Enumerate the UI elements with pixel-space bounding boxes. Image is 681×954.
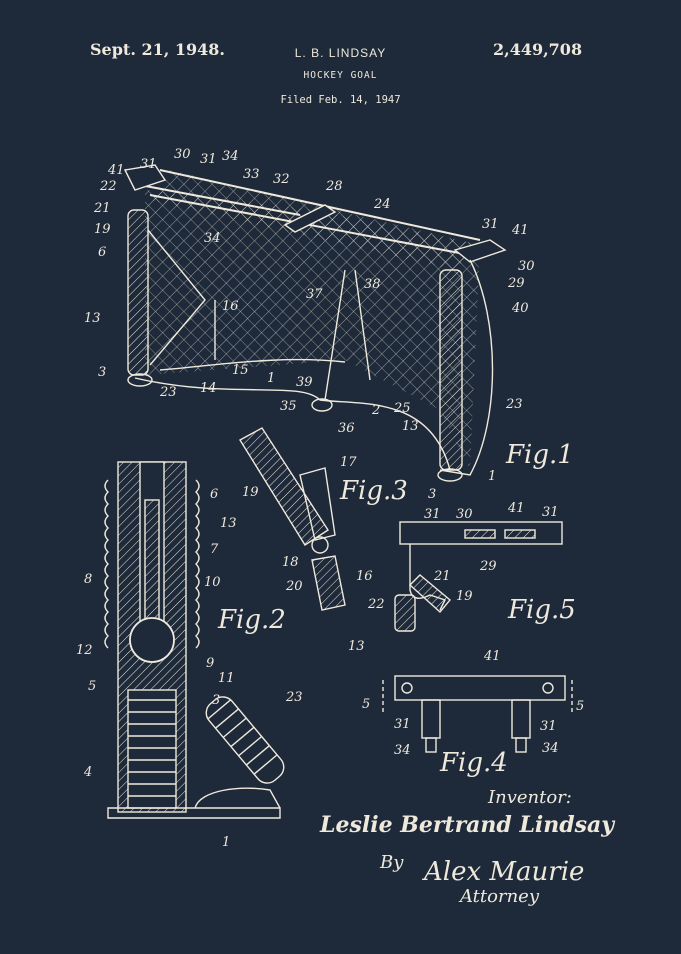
ref-numeral: 31 bbox=[140, 157, 157, 172]
ref-numeral: 31 bbox=[540, 719, 557, 734]
ref-numeral: 9 bbox=[206, 656, 214, 671]
ref-numeral: 19 bbox=[456, 589, 473, 604]
ref-numeral: 5 bbox=[576, 699, 584, 714]
ref-numeral: 33 bbox=[243, 167, 260, 182]
fig2-drawing bbox=[104, 461, 285, 819]
ref-numeral: 31 bbox=[424, 507, 441, 522]
ref-numeral: 1 bbox=[222, 835, 230, 850]
fig1-drawing bbox=[123, 164, 507, 482]
ref-numeral: 16 bbox=[222, 299, 239, 314]
inventor-name: L. B. LINDSAY bbox=[294, 46, 387, 60]
fig3-label: Fig.3 bbox=[339, 476, 408, 506]
ref-numeral: 13 bbox=[402, 419, 419, 434]
fig4-drawing bbox=[382, 675, 573, 753]
fig1-label: Fig.1 bbox=[505, 440, 574, 470]
ref-numeral: 3 bbox=[212, 693, 220, 708]
ref-numeral: 31 bbox=[200, 152, 217, 167]
ref-numeral: 23 bbox=[505, 397, 523, 412]
ref-numeral: 20 bbox=[285, 579, 303, 594]
fig4-label: Fig.4 bbox=[439, 748, 508, 778]
ref-numeral: 31 bbox=[394, 717, 411, 732]
fig5-drawing bbox=[394, 521, 563, 632]
ref-numeral: 30 bbox=[518, 259, 535, 274]
ref-numeral: 24 bbox=[373, 197, 391, 212]
ref-numeral: 8 bbox=[84, 572, 92, 587]
ref-numeral: 3 bbox=[428, 487, 436, 502]
ref-numeral: 41 bbox=[507, 501, 525, 516]
ref-numeral: 6 bbox=[98, 245, 106, 260]
ref-numeral: 31 bbox=[482, 217, 499, 232]
ref-numeral: 1 bbox=[488, 469, 496, 484]
patent-number: 2,449,708 bbox=[493, 40, 583, 59]
ref-numeral: 23 bbox=[285, 690, 303, 705]
ref-numeral: 22 bbox=[367, 597, 385, 612]
ref-numeral: 35 bbox=[280, 399, 297, 414]
ref-numeral: 3 bbox=[98, 365, 106, 380]
ref-numeral: 13 bbox=[220, 516, 237, 531]
ref-numeral: 18 bbox=[282, 555, 299, 570]
ref-numeral: 22 bbox=[99, 179, 117, 194]
ref-numeral: 34 bbox=[394, 743, 411, 758]
ref-numeral: 12 bbox=[76, 643, 93, 658]
ref-numeral: 37 bbox=[306, 287, 323, 302]
ref-numeral: 38 bbox=[364, 277, 381, 292]
ref-numeral: 41 bbox=[107, 163, 125, 178]
ref-numeral: 34 bbox=[542, 741, 559, 756]
ref-numeral: 13 bbox=[84, 311, 101, 326]
ref-numeral: 30 bbox=[174, 147, 191, 162]
fig5-label: Fig.5 bbox=[507, 595, 576, 625]
ref-numeral: 36 bbox=[338, 421, 355, 436]
inventor-signature: Leslie Bertrand Lindsay bbox=[319, 812, 616, 838]
ref-numeral: 21 bbox=[93, 201, 111, 216]
fig3-drawing bbox=[239, 427, 346, 611]
ref-numeral: 10 bbox=[204, 575, 221, 590]
ref-numeral: 1 bbox=[267, 371, 275, 386]
ref-numeral: 7 bbox=[210, 542, 219, 557]
ref-numeral: 40 bbox=[511, 301, 529, 316]
by-label: By bbox=[379, 852, 404, 873]
ref-numeral: 31 bbox=[542, 505, 559, 520]
attorney-signature: Alex Maurie bbox=[422, 857, 584, 887]
ref-numeral: 2 bbox=[371, 403, 380, 418]
ref-numeral: 30 bbox=[456, 507, 473, 522]
ref-numeral: 5 bbox=[88, 679, 96, 694]
patent-title: HOCKEY GOAL bbox=[303, 70, 378, 81]
ref-numeral: 11 bbox=[218, 671, 235, 686]
ref-numeral: 16 bbox=[356, 569, 373, 584]
ref-numeral: 39 bbox=[296, 375, 313, 390]
ref-numeral: 19 bbox=[242, 485, 259, 500]
ref-numeral: 28 bbox=[325, 179, 343, 194]
inventor-label: Inventor: bbox=[487, 787, 572, 808]
ref-numeral: 15 bbox=[232, 363, 249, 378]
ref-numeral: 25 bbox=[393, 401, 411, 416]
filed-date: Filed Feb. 14, 1947 bbox=[280, 94, 401, 106]
patent-date: Sept. 21, 1948. bbox=[90, 40, 225, 59]
ref-numeral: 29 bbox=[479, 559, 497, 574]
ref-numeral: 14 bbox=[200, 381, 217, 396]
ref-numeral: 5 bbox=[362, 697, 370, 712]
ref-numeral: 17 bbox=[340, 455, 357, 470]
ref-numeral: 41 bbox=[511, 223, 529, 238]
ref-numeral: 32 bbox=[273, 172, 290, 187]
ref-numeral: 13 bbox=[348, 639, 365, 654]
ref-numeral: 19 bbox=[94, 222, 111, 237]
ref-numeral: 41 bbox=[483, 649, 501, 664]
ref-numeral: 4 bbox=[83, 765, 92, 780]
ref-numeral: 34 bbox=[204, 231, 221, 246]
attorney-label: Attorney bbox=[458, 886, 540, 907]
ref-numeral: 23 bbox=[159, 385, 177, 400]
ref-numeral: 34 bbox=[222, 149, 239, 164]
ref-numeral: 6 bbox=[210, 487, 218, 502]
ref-numeral: 29 bbox=[507, 276, 525, 291]
fig2-label: Fig.2 bbox=[217, 605, 286, 635]
ref-numeral: 21 bbox=[433, 569, 451, 584]
